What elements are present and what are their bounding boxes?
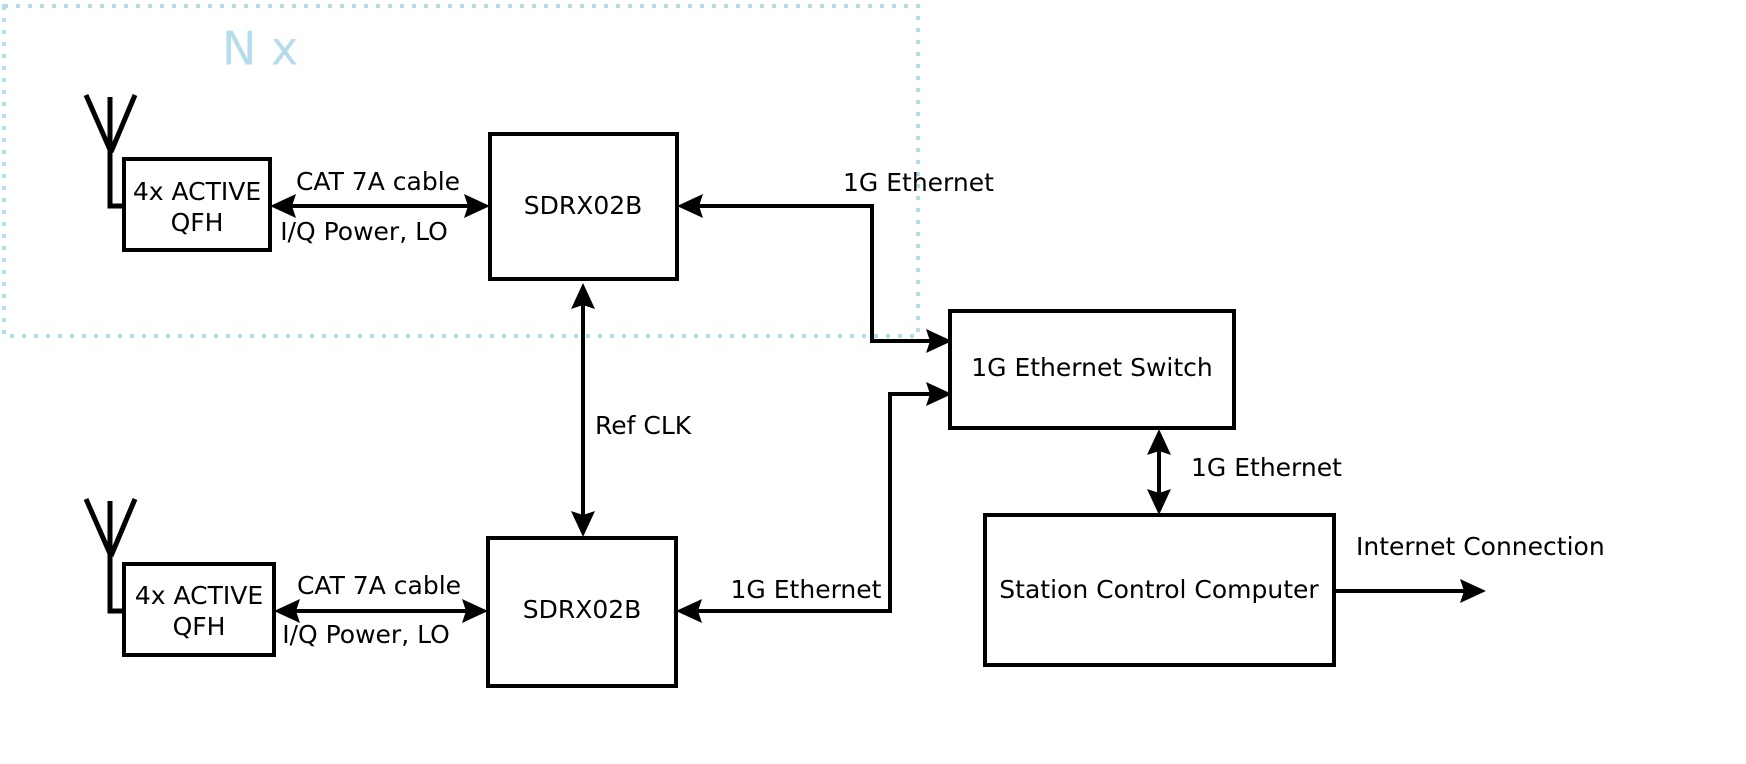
arrow-head-into-sdrx-top bbox=[677, 194, 703, 218]
box-qfh-top-label-line2: QFH bbox=[171, 208, 224, 237]
arrow-head-into-sdrx-bottom bbox=[676, 599, 702, 623]
edge-qfh-top-to-sdrx-top bbox=[270, 194, 490, 218]
arrow-head-into-switch-top bbox=[926, 329, 952, 353]
edge-label-cat7a-bottom: CAT 7A cable bbox=[297, 571, 461, 600]
box-station-control-computer[interactable] bbox=[983, 513, 1336, 667]
arrow-head-right bbox=[462, 599, 488, 623]
edge-label-refclk: Ref CLK bbox=[595, 411, 692, 440]
antenna-icon-bottom bbox=[83, 497, 138, 614]
arrow-head-right bbox=[464, 194, 490, 218]
arrow-head-down-to-computer bbox=[1147, 489, 1171, 515]
edge-label-1g-ethernet-switch-computer: 1G Ethernet bbox=[1191, 453, 1342, 482]
box-ethernet-switch-label: 1G Ethernet Switch bbox=[971, 353, 1213, 382]
edge-label-iq-power-lo-bottom: I/Q Power, LO bbox=[282, 620, 450, 649]
box-qfh-bottom[interactable] bbox=[122, 562, 276, 657]
arrow-head-up-to-switch bbox=[1147, 429, 1171, 455]
edge-qfh-bottom-to-sdrx-bottom bbox=[274, 599, 488, 623]
box-qfh-top[interactable] bbox=[122, 157, 272, 252]
box-qfh-bottom-label-line2: QFH bbox=[173, 612, 226, 641]
group-boundary-nx bbox=[2, 4, 920, 338]
box-sdrx-top[interactable] bbox=[488, 132, 679, 281]
edge-label-1g-ethernet-bottom: 1G Ethernet bbox=[731, 575, 882, 604]
edge-label-1g-ethernet-top: 1G Ethernet bbox=[843, 168, 994, 197]
arrow-head-into-switch-bottom bbox=[926, 382, 952, 406]
box-sdrx-bottom[interactable] bbox=[486, 536, 678, 688]
box-ethernet-switch[interactable] bbox=[948, 309, 1236, 430]
arrow-head-left bbox=[270, 194, 296, 218]
antenna-icon-top bbox=[83, 93, 138, 209]
edge-sdrx-bottom-to-switch bbox=[676, 382, 952, 623]
box-sdrx-top-label: SDRX02B bbox=[524, 191, 643, 220]
box-qfh-top-label-line1: 4x ACTIVE bbox=[133, 177, 261, 206]
edge-label-iq-power-lo-top: I/Q Power, LO bbox=[280, 217, 448, 246]
arrow-head-refclk-down bbox=[571, 511, 595, 537]
edge-computer-to-internet bbox=[1334, 579, 1486, 603]
arrow-head-internet bbox=[1460, 579, 1486, 603]
edge-sdrx-top-to-switch bbox=[677, 194, 952, 353]
edge-refclk bbox=[571, 283, 595, 537]
edge-label-cat7a-top: CAT 7A cable bbox=[296, 167, 460, 196]
edge-switch-to-computer bbox=[1147, 429, 1171, 515]
box-sdrx-bottom-label: SDRX02B bbox=[523, 595, 642, 624]
arrow-head-refclk-up bbox=[571, 283, 595, 309]
edge-label-internet-connection: Internet Connection bbox=[1356, 532, 1605, 561]
group-label-nx: N x bbox=[222, 22, 298, 76]
box-station-control-computer-label: Station Control Computer bbox=[999, 575, 1319, 604]
box-qfh-bottom-label-line1: 4x ACTIVE bbox=[135, 581, 263, 610]
arrow-head-left bbox=[274, 599, 300, 623]
